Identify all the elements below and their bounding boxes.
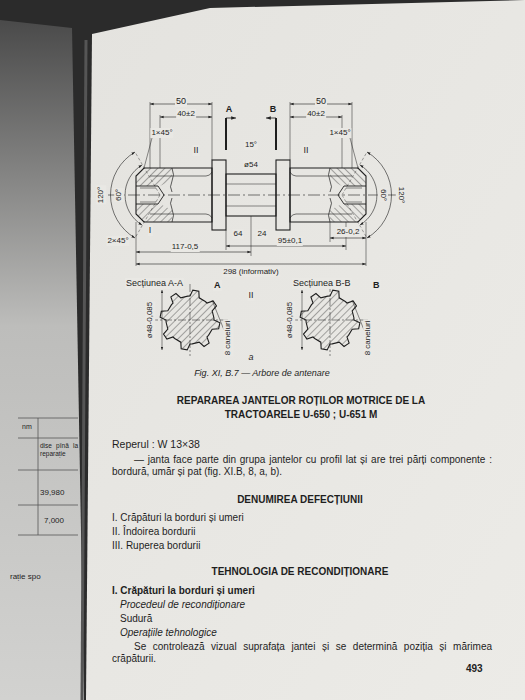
dimension-label: 60° — [114, 188, 124, 202]
dimension-label: 24 — [257, 229, 268, 239]
dimension-label: 8 caneluri — [223, 320, 233, 357]
list-item: I. Crăpături la borduri și umeri — [112, 512, 244, 524]
dimension-label: 117-0,5 — [171, 242, 200, 252]
table-cell: 7,000 — [44, 516, 64, 526]
section-mark: B — [372, 280, 381, 291]
section-mark: I — [148, 225, 153, 236]
dimension-label: ø54 — [243, 160, 259, 170]
dimension-label: 15° — [244, 140, 258, 150]
subheading: Operațiile tehnologice — [120, 627, 217, 639]
dimension-label: 8 caneluri — [363, 320, 373, 357]
section-title: Secțiunea B-B — [292, 278, 352, 289]
subheading: Procedeul de recondiționare — [120, 599, 245, 611]
dimension-label: B — [270, 104, 277, 115]
dimension-label: 120° — [96, 186, 106, 205]
list-item: II. Îndoirea bordurii — [112, 526, 195, 538]
table-cell: nm — [22, 423, 32, 431]
dimension-label: 50 — [315, 96, 327, 107]
dimension-label: 26-0,2 — [336, 227, 361, 237]
dimension-label: ø48-0,085 — [285, 301, 295, 339]
list-item: III. Ruperea bordurii — [112, 540, 200, 552]
section-views — [150, 284, 370, 356]
part-reference: Reperul : W 13×38 — [112, 438, 200, 451]
body-text: Sudură — [120, 613, 152, 625]
section-mark: II — [192, 145, 199, 156]
dimension-label: 60° — [378, 188, 388, 202]
section-mark: II — [247, 290, 254, 301]
section-mark: A — [213, 280, 222, 291]
body-text: Se controlează vizual suprafața jantei ș… — [112, 641, 492, 665]
page-number: 493 — [466, 663, 483, 675]
dimension-label: 2×45° — [106, 236, 129, 246]
dimension-label: ø48-0,085 — [145, 301, 155, 339]
view-letter: a — [248, 352, 253, 363]
dimension-label: 298 (informativ) — [222, 267, 280, 277]
section-heading: DENUMIREA DEFECȚIUNII — [237, 494, 363, 506]
section-heading: TEHNOLOGIA DE RECONDIȚIONARE — [212, 566, 389, 578]
subheading: I. Crăpături la borduri și umeri — [112, 585, 255, 597]
table-cell: 39,980 — [40, 488, 64, 498]
dimension-label: 120° — [396, 186, 406, 205]
dimension-label: A — [226, 104, 233, 115]
dimension-label: 1×45° — [328, 128, 351, 138]
body-text: — janta face parte din grupa jantelor cu… — [112, 454, 492, 478]
table-rules — [18, 418, 78, 535]
table-text: rație spo — [10, 572, 41, 582]
dimension-label: 95±0,1 — [277, 236, 303, 246]
page-heading: REPARAREA JANTELOR ROȚILOR MOTRICE DE LA… — [170, 394, 432, 422]
table-cell: dise pînă la reparație — [40, 442, 78, 458]
dimension-label: 64 — [233, 229, 244, 239]
dimension-label: 50 — [175, 96, 187, 107]
section-mark: II — [302, 145, 309, 156]
gutter-shadow — [82, 40, 86, 700]
figure-caption: Fig. XI, B.7 — Arbore de antenare — [194, 368, 330, 379]
shaft-drawing — [108, 102, 400, 266]
dimension-label: 40±2 — [176, 109, 196, 119]
dimension-label: 1×45° — [150, 128, 173, 138]
right-page — [86, 0, 525, 700]
section-title: Secțiunea A-A — [125, 278, 184, 289]
left-page — [0, 20, 84, 700]
dimension-label: 40±2 — [306, 109, 326, 119]
